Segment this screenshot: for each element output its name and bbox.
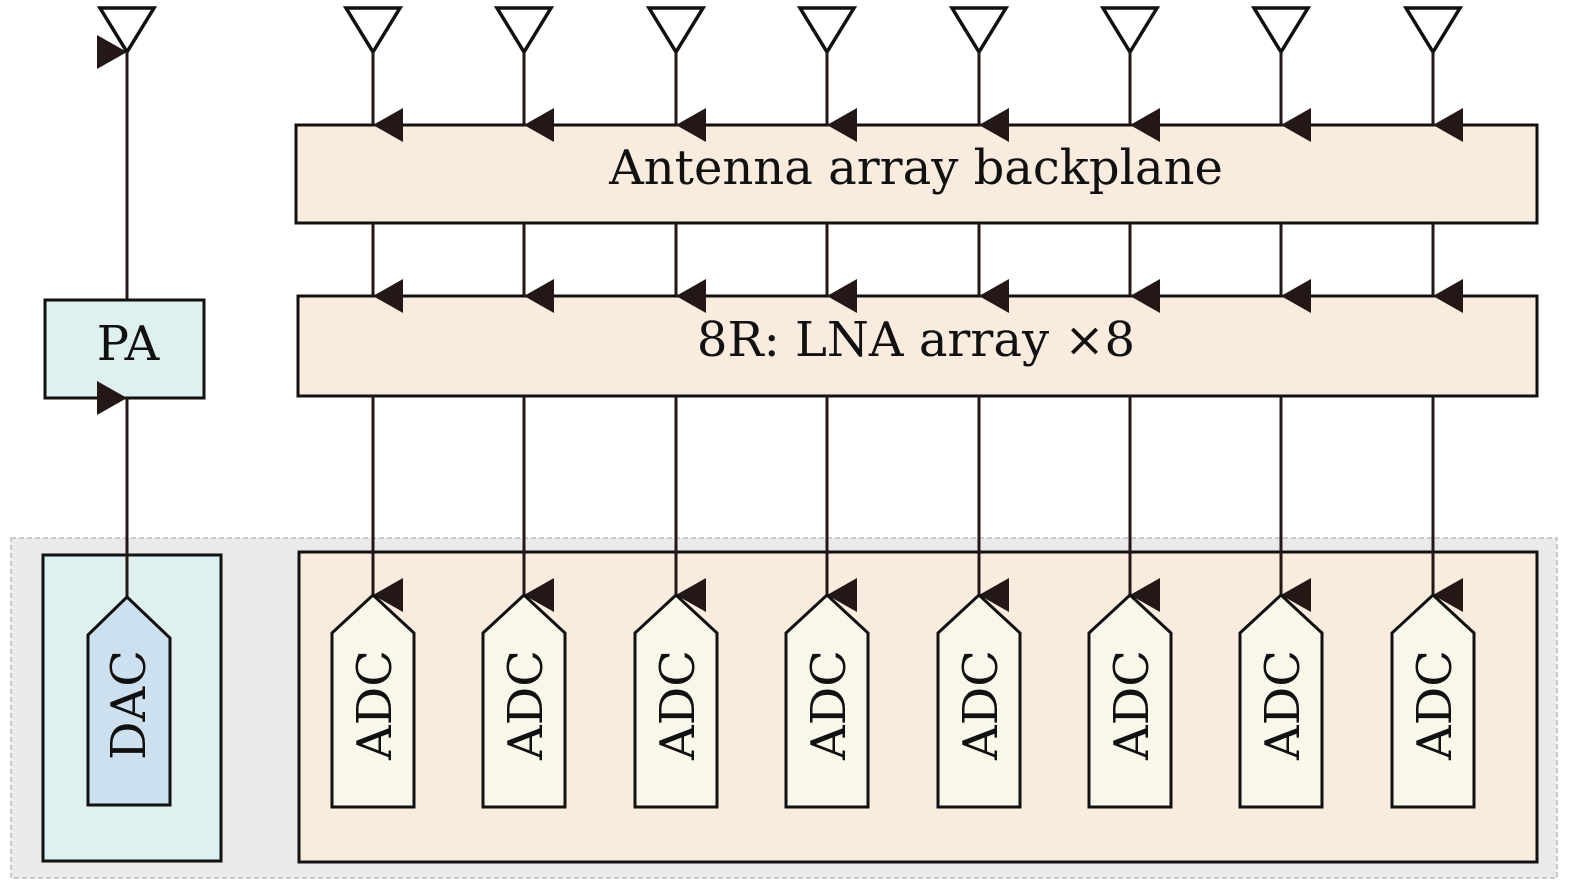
rx-antenna-icon (796, 6, 858, 56)
adc-tag-shape (330, 592, 416, 809)
rx-column-8: ADC (1390, 6, 1476, 809)
adc-tag: ADC (633, 592, 719, 809)
rx-column-2: ADC (481, 6, 567, 809)
adc-tag: ADC (1390, 592, 1476, 809)
adc-label: ADC (1104, 650, 1160, 761)
adc-tag: ADC (784, 592, 870, 809)
adc-tag: ADC (1238, 592, 1324, 809)
rx-column-1: ADC (330, 6, 416, 809)
dac-label: DAC (101, 650, 157, 760)
rx-column-5: ADC (936, 6, 1022, 809)
adc-tag: ADC (481, 592, 567, 809)
rx-antenna-icon (948, 6, 1010, 56)
dac-tag-shape (86, 594, 172, 807)
adc-tag-shape (936, 592, 1022, 809)
adc-label: ADC (1407, 650, 1463, 761)
pa-label: PA (97, 316, 161, 372)
antenna-backplane-block: Antenna array backplane (294, 123, 1539, 225)
rx-antenna-icon (645, 6, 707, 56)
rx-antenna-icon (493, 6, 555, 56)
adc-tag-shape (481, 592, 567, 809)
rx-column-6: ADC (1087, 6, 1173, 809)
adc-tag-shape (1087, 592, 1173, 809)
rx-column-3: ADC (633, 6, 719, 809)
adc-tag-shape (784, 592, 870, 809)
adc-label: ADC (1255, 650, 1311, 761)
rx-antenna-icon (342, 6, 404, 56)
adc-label: ADC (347, 650, 403, 761)
adc-tag-shape (1390, 592, 1476, 809)
rx-antenna-icon (1250, 6, 1312, 56)
rx-columns: ADC ADC ADC ADC ADC ADC ADC ADC (330, 6, 1476, 809)
rx-antenna-icon (1099, 6, 1161, 56)
rx-column-7: ADC (1238, 6, 1324, 809)
dac-tag: DAC (86, 594, 172, 807)
adc-tag: ADC (936, 592, 1022, 809)
adc-tag: ADC (1087, 592, 1173, 809)
adc-tag: ADC (330, 592, 416, 809)
antenna-backplane-label: Antenna array backplane (608, 140, 1223, 196)
adc-label: ADC (801, 650, 857, 761)
antenna-backplane-box (294, 123, 1539, 225)
lna-array-box (296, 294, 1539, 398)
adc-tag-shape (1238, 592, 1324, 809)
adc-label: ADC (498, 650, 554, 761)
rx-antenna-icon (1402, 6, 1464, 56)
pa-block: PA (43, 298, 206, 400)
rx-column-4: ADC (784, 6, 870, 809)
adc-tag-shape (633, 592, 719, 809)
lna-array-block: 8R: LNA array ×8 (296, 294, 1539, 398)
lna-array-label: 8R: LNA array ×8 (697, 312, 1135, 368)
adc-label: ADC (650, 650, 706, 761)
tx-chain: DAC (86, 6, 172, 807)
adc-label: ADC (953, 650, 1009, 761)
tx-antenna-icon (96, 6, 158, 56)
